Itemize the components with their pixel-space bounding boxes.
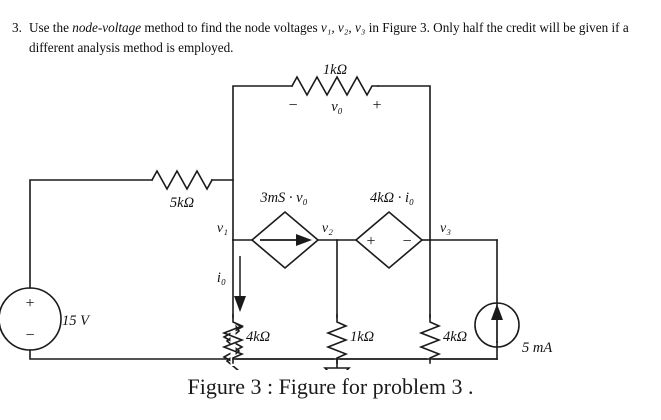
circuit-diagram: 1kΩ − v₀ + 5kΩ 3mS · v₀ 4kΩ · i₀ + − v₁ … [0,60,661,370]
resistor-1k-mid-zigzag [325,314,349,364]
resistor-4k-left-zigzag [221,314,245,364]
label-resistor-5k: 5kΩ [170,195,194,211]
problem-voltage-list: v₁, v₂, v₃ [320,20,366,35]
problem-emphasis: node-voltage [72,20,142,35]
dependent-current-source-diamond [250,210,320,270]
label-resistor-top: 1kΩ [323,62,347,78]
problem-statement: 3. Use the node-voltage method to find t… [12,18,652,58]
problem-text-part2: method to find the node voltages [141,20,321,35]
ground-icon [323,359,351,370]
label-v0: v₀ [331,99,342,115]
label-vsource-minus: − [25,327,34,344]
top-branch-wire [232,85,431,241]
label-v0-minus: − [288,97,297,114]
label-v0-plus: + [372,97,381,114]
left-loop-wire [29,179,234,360]
label-node-v2: v₂ [322,221,333,236]
dependent-source-arrow [260,234,312,246]
label-resistor-1k-v2: 1kΩ [350,329,374,345]
label-dependent-voltage-source: 4kΩ · i₀ [370,190,414,206]
problem-body: Use the node-voltage method to find the … [12,18,652,58]
label-voltage-source-15v: 15 V [62,313,91,329]
label-dep-source-plus: + [366,233,375,250]
label-current-i0: i₀ [217,270,226,286]
label-resistor-4k-v3: 4kΩ [443,329,467,345]
resistor-top-1k-symbol [290,75,379,97]
voltage-source-15v-symbol [0,287,62,351]
figure-caption: Figure 3 : Figure for problem 3 . [187,374,474,399]
dependent-voltage-source-diamond [354,210,424,270]
label-node-v3: v₃ [440,221,451,236]
label-dep-source-minus: − [402,233,411,250]
current-source-5ma-symbol [474,302,520,348]
current-i0-arrow [234,256,246,312]
label-dependent-current-source: 3mS · v₀ [259,190,307,206]
circuit-svg: 1kΩ − v₀ + 5kΩ 3mS · v₀ 4kΩ · i₀ + − v₁ … [0,62,552,370]
label-resistor-4k-v1: 4kΩ [246,329,270,345]
label-node-v1: v₁ [217,221,228,236]
current-source-arrow [491,304,503,343]
problem-number: 3. [12,20,22,35]
label-current-source-5ma: 5 mA [522,340,552,356]
label-vsource-plus: + [25,295,34,312]
problem-text-part1: Use the [29,20,73,35]
resistor-5k-symbol [150,169,214,191]
problem-text-part3: in Figure 3. Only half the credit will b… [29,20,629,56]
resistor-4k-right-zigzag [418,314,442,364]
